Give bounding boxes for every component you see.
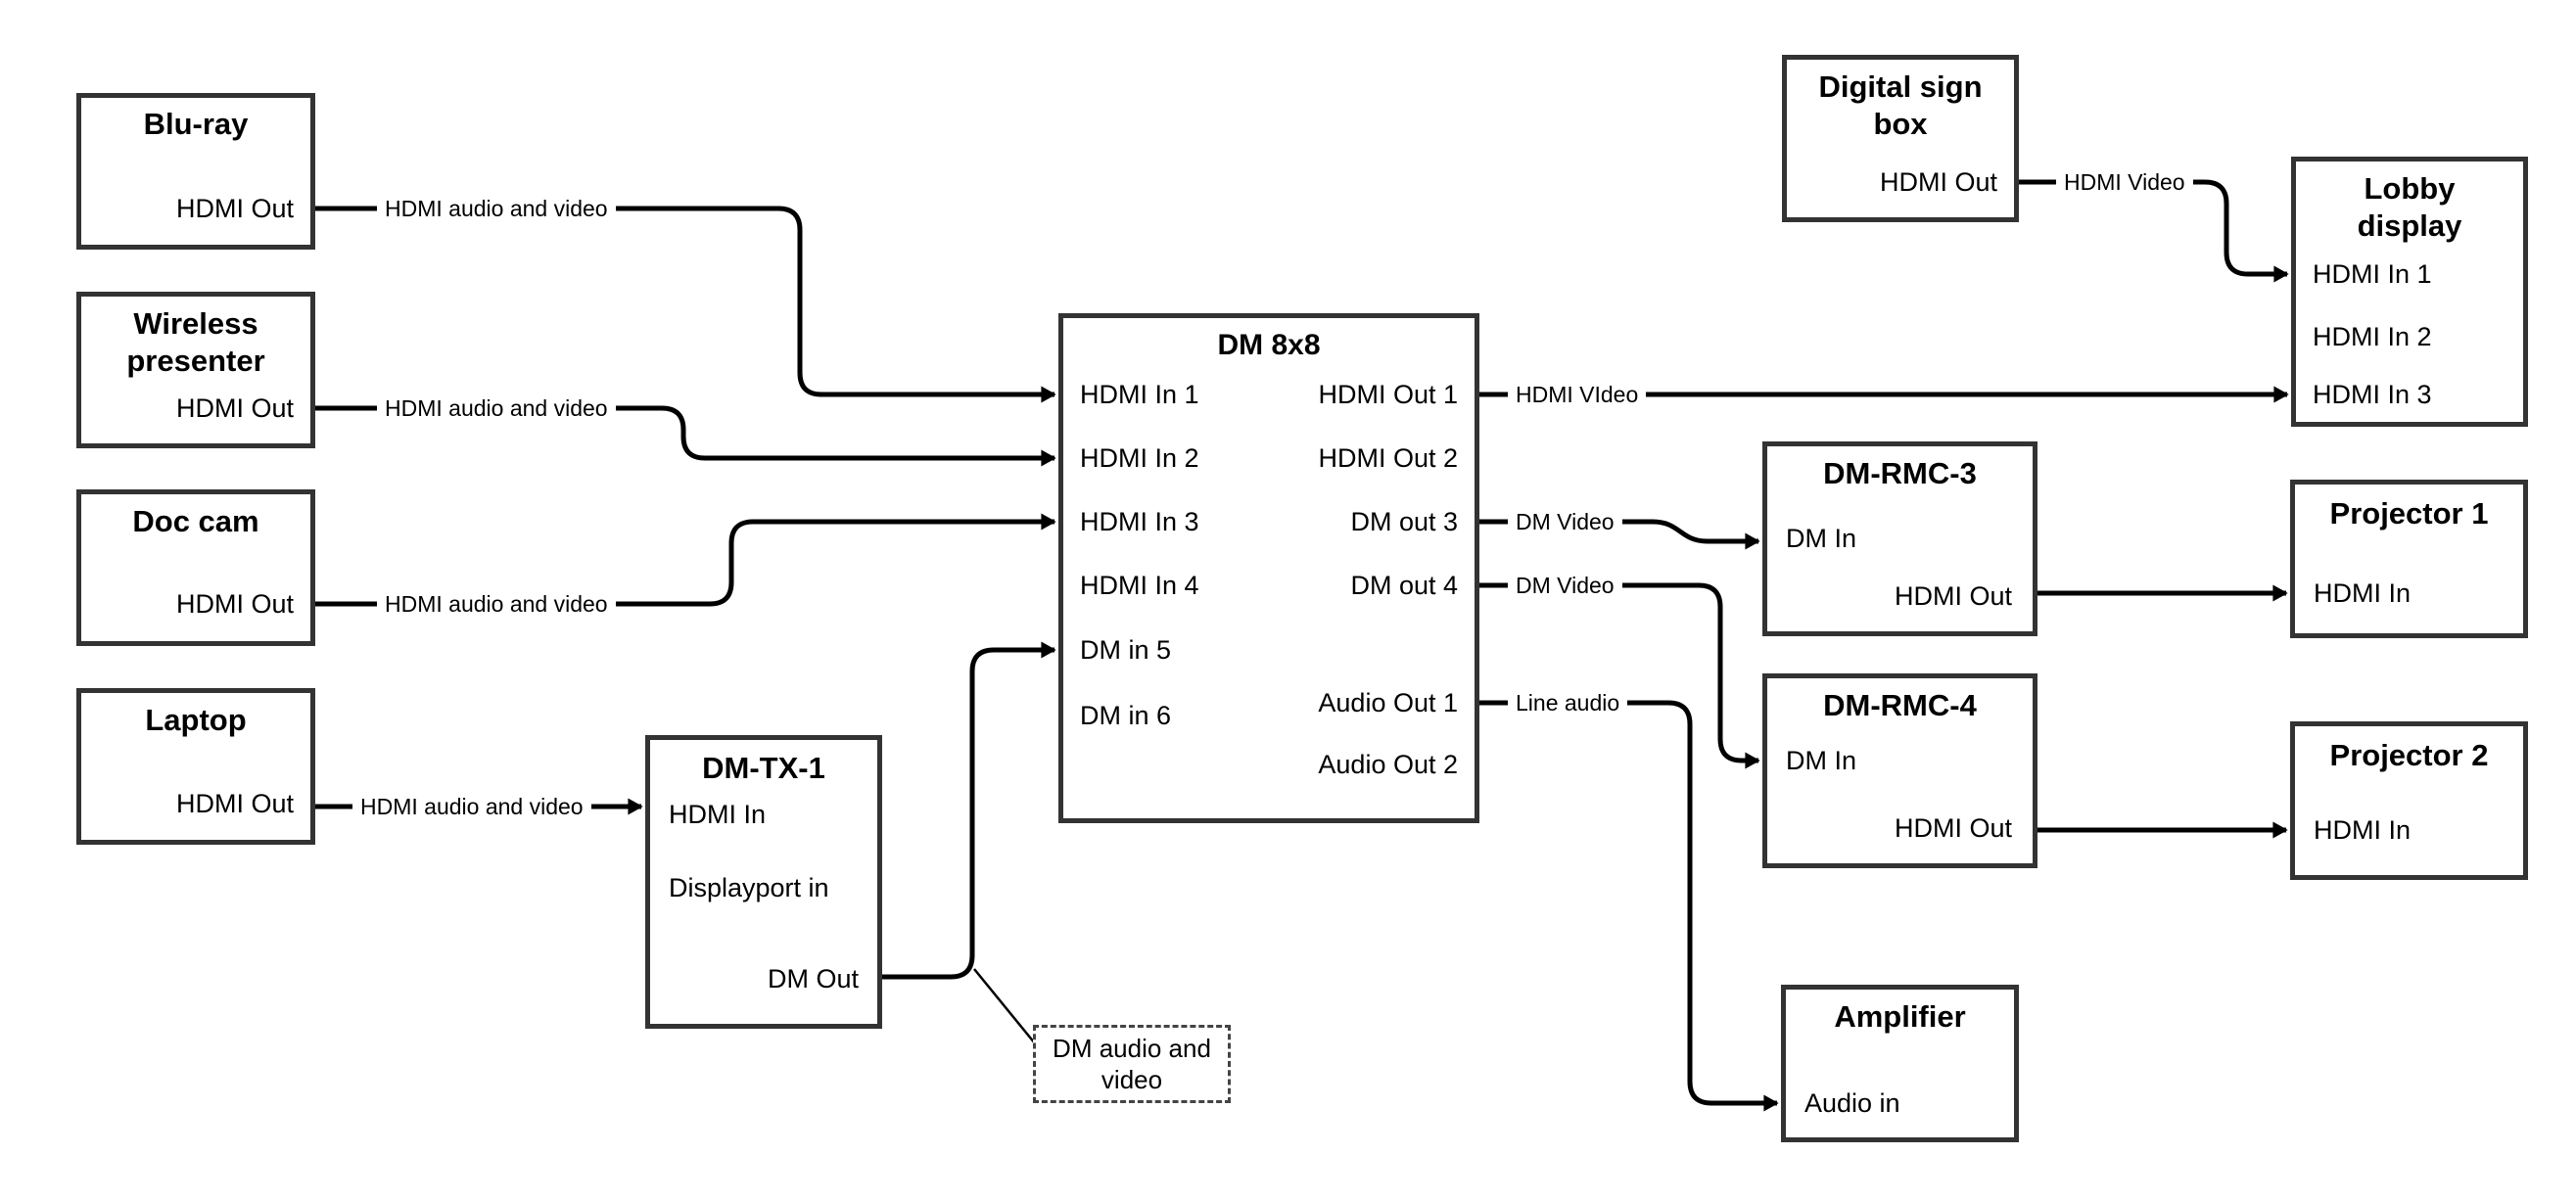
node-amplifier-title: Amplifier: [1834, 999, 1966, 1034]
node-projector-2: [2290, 721, 2528, 880]
node-dm-tx-1: [645, 735, 882, 1029]
port-dm8x8-hdmi-out-2: HDMI Out 2: [1318, 443, 1458, 473]
wire-dm8x8-out4-to-dmrmc4: [1479, 582, 1760, 769]
node-lobby-display: [2291, 157, 2528, 427]
port-dm8x8-hdmi-in-2: HDMI In 2: [1080, 443, 1199, 473]
wire-doccam-to-dm8x8-in3: [315, 513, 1056, 607]
wire-label-doccam-feed: HDMI audio and video: [377, 589, 616, 619]
node-dm-rmc-3: [1762, 441, 2037, 636]
wire-label-bluray-feed: HDMI audio and video: [377, 194, 616, 223]
node-projector-1: [2290, 480, 2528, 638]
node-projector-2-title: Projector 2: [2329, 738, 2489, 772]
wire-bluray-to-dm8x8-in1: [315, 206, 1056, 403]
node-blu-ray: [76, 93, 315, 250]
note-dm-audio-video-text: DM audio and video: [1053, 1034, 1211, 1094]
port-dm8x8-hdmi-in-3: HDMI In 3: [1080, 507, 1199, 536]
node-dm-rmc-4: [1762, 673, 2037, 868]
port-dm8x8-hdmi-in-1: HDMI In 1: [1080, 380, 1199, 409]
port-dmtx1-hdmi-in: HDMI In: [669, 800, 767, 829]
port-lobby-hdmi-in-3: HDMI In 3: [2313, 380, 2432, 409]
port-dmrmc3-hdmi-out: HDMI Out: [1894, 581, 2012, 611]
port-lobby-hdmi-in-1: HDMI In 1: [2313, 259, 2432, 289]
wire-digitalsign-to-lobby-in1: [2019, 179, 2289, 283]
node-wireless-presenter: [76, 292, 315, 448]
wire-label-digital-sign-feed: HDMI Video: [2056, 167, 2193, 197]
node-wireless-presenter-title: Wireless presenter: [126, 306, 265, 378]
port-lobby-hdmi-in-2: HDMI In 2: [2313, 322, 2432, 351]
node-dm-tx-1-title: DM-TX-1: [702, 751, 825, 785]
node-laptop: [76, 688, 315, 845]
node-dm-rmc-3-title: DM-RMC-3: [1823, 456, 1977, 490]
port-proj2-hdmi-in: HDMI In: [2314, 815, 2412, 845]
wire-dm8x8-out3-to-dmrmc3: [1479, 519, 1760, 550]
node-dm-8x8: [1058, 313, 1479, 823]
node-blu-ray-title: Blu-ray: [143, 107, 249, 141]
port-dm8x8-dm-in-6: DM in 6: [1080, 701, 1172, 730]
note-callout-line: [973, 968, 1036, 1044]
wire-wireless-to-dm8x8-in2: [315, 405, 1056, 467]
port-dm8x8-dm-in-5: DM in 5: [1080, 635, 1172, 665]
port-proj1-hdmi-in: HDMI In: [2314, 578, 2412, 608]
node-doc-cam-title: Doc cam: [132, 504, 259, 538]
port-dmrmc4-hdmi-out: HDMI Out: [1894, 813, 2012, 843]
wire-dm8x8-audio1-to-amplifier: [1479, 700, 1779, 1112]
port-doccam-hdmi-out: HDMI Out: [175, 589, 294, 619]
node-laptop-title: Laptop: [145, 703, 247, 737]
wire-dmtx1-to-dm8x8-in5: [882, 641, 1056, 980]
note-dm-audio-video: [1033, 1025, 1231, 1103]
node-dm-rmc-4-title: DM-RMC-4: [1823, 688, 1977, 722]
port-dmrmc4-dm-in: DM In: [1786, 746, 1857, 775]
node-amplifier: [1781, 985, 2019, 1142]
node-dm-8x8-title: DM 8x8: [1217, 329, 1321, 361]
port-digitalsign-hdmi-out: HDMI Out: [1879, 167, 1997, 197]
wire-label-hdmi-out-1: HDMI VIdeo: [1508, 380, 1647, 409]
node-doc-cam: [76, 489, 315, 646]
node-digital-sign-box: [1782, 55, 2019, 222]
port-dm8x8-dm-out-3: DM out 3: [1350, 507, 1458, 536]
node-projector-1-title: Projector 1: [2329, 496, 2489, 531]
port-dm8x8-audio-out-1: Audio Out 1: [1318, 688, 1458, 717]
wire-label-dm-out-3: DM Video: [1508, 507, 1622, 536]
port-dm8x8-audio-out-2: Audio Out 2: [1318, 750, 1458, 779]
port-laptop-hdmi-out: HDMI Out: [175, 789, 294, 818]
wire-label-laptop-feed: HDMI audio and video: [352, 792, 591, 821]
wire-label-wireless-feed: HDMI audio and video: [377, 393, 616, 423]
port-dm8x8-dm-out-4: DM out 4: [1350, 571, 1458, 600]
node-digital-sign-box-title: Digital sign box: [1818, 69, 1983, 141]
port-dmrmc3-dm-in: DM In: [1786, 524, 1857, 553]
wire-label-dm-out-4: DM Video: [1508, 571, 1622, 600]
port-amplifier-audio-in: Audio in: [1804, 1088, 1900, 1118]
port-dm8x8-hdmi-out-1: HDMI Out 1: [1318, 380, 1458, 409]
port-dm8x8-hdmi-in-4: HDMI In 4: [1080, 571, 1199, 600]
port-bluray-hdmi-out: HDMI Out: [175, 194, 294, 223]
node-lobby-display-title: Lobby display: [2357, 171, 2462, 243]
wire-label-audio-out-1: Line audio: [1508, 688, 1628, 717]
port-wireless-hdmi-out: HDMI Out: [175, 393, 294, 423]
port-dmtx1-dm-out: DM Out: [767, 964, 859, 993]
port-dmtx1-displayport-in: Displayport in: [669, 873, 829, 902]
